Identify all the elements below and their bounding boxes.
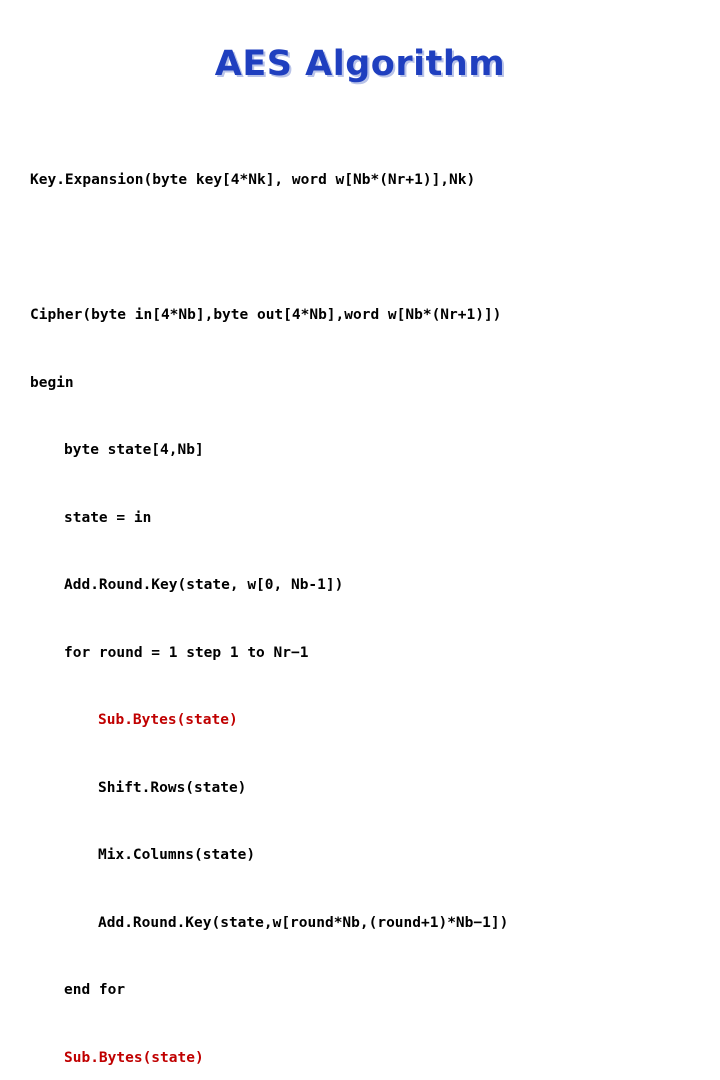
code-line-cipher: Cipher(byte in[4*Nb],byte out[4*Nb],word… bbox=[30, 307, 502, 323]
slide: AES Algorithm Key.Expansion(byte key[4*N… bbox=[30, 44, 508, 1066]
code-line-addroundkey-first: Add.Round.Key(state, w[0, Nb-1]) bbox=[64, 577, 344, 593]
code-line-state-assign: state = in bbox=[64, 509, 152, 526]
code-line-subbytes-loop: Sub.Bytes(state) bbox=[98, 712, 238, 728]
code-line-for: for round = 1 step 1 to Nr−1 bbox=[64, 644, 309, 661]
code-line-key-expansion: Key.Expansion(byte key[4*Nk], word w[Nb*… bbox=[30, 172, 476, 188]
code-line-addroundkey-loop: Add.Round.Key(state,w[round*Nb,(round+1)… bbox=[98, 914, 509, 931]
code-line-shiftrows-loop: Shift.Rows(state) bbox=[98, 779, 247, 796]
code-line-spacer bbox=[30, 237, 700, 260]
pseudocode-block: Key.Expansion(byte key[4*Nk], word w[Nb*… bbox=[30, 124, 700, 1080]
code-line-mixcolumns-loop: Mix.Columns(state) bbox=[98, 847, 256, 863]
code-line-subbytes-final: Sub.Bytes(state) bbox=[64, 1049, 204, 1066]
code-line-end-for: end for bbox=[64, 982, 126, 998]
page-title: AES Algorithm bbox=[214, 44, 506, 84]
code-line-state-decl: byte state[4,Nb] bbox=[64, 442, 204, 458]
code-line-begin: begin bbox=[30, 374, 74, 391]
